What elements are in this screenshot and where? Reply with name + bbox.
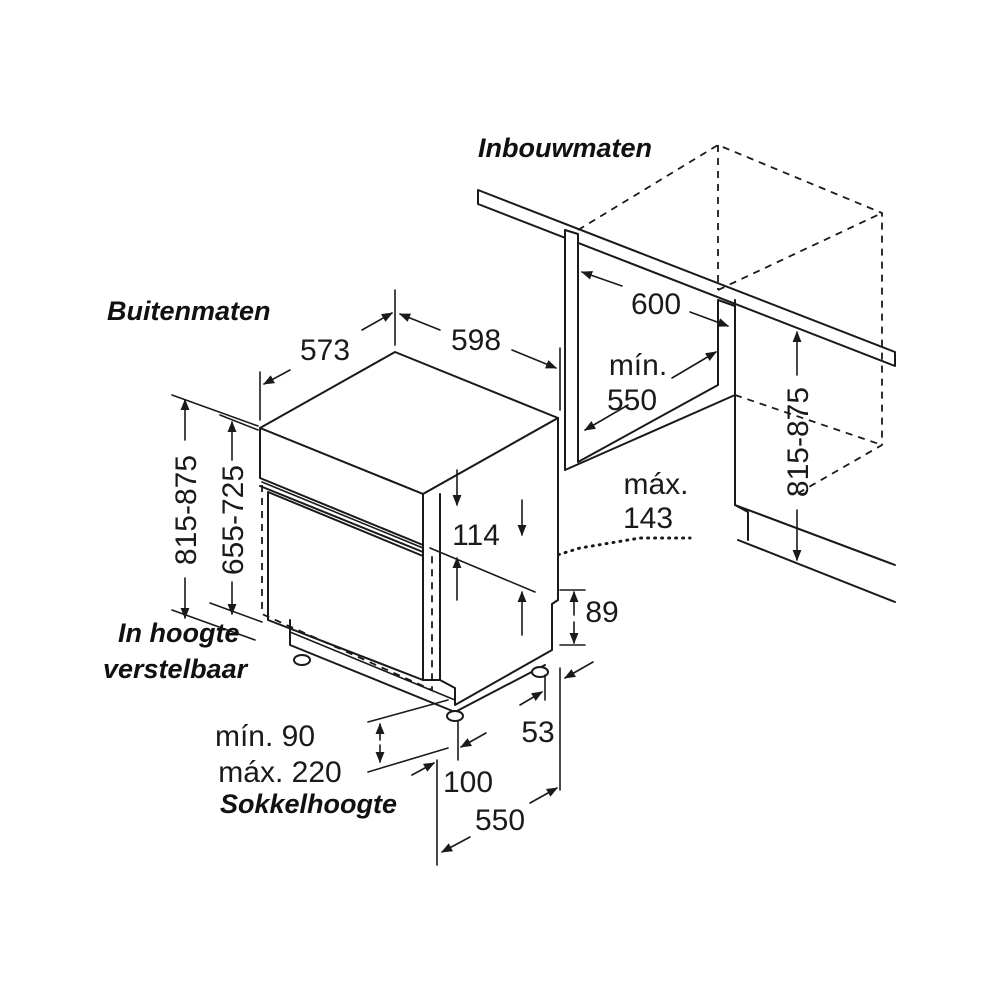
dim-niche-depth-arrow-top: [671, 351, 717, 379]
title-plinth: Sokkelhoogte: [220, 789, 397, 819]
dim-max-value: 143: [623, 502, 673, 535]
dim-550-arrow-left: [441, 836, 471, 853]
dim-598-label: 598: [451, 324, 501, 357]
door-panel-outline: [261, 485, 433, 692]
dim-plinth-max-label: máx. 220: [218, 756, 341, 789]
niche-top-outline: [577, 143, 883, 496]
dim-598-arrow-left: [398, 313, 441, 331]
dim-573-arrow-left: [263, 369, 291, 385]
left-cabinet-panel: [564, 229, 736, 471]
plinth-ext-bottom: [367, 747, 449, 773]
right-cabinet-panel: [734, 299, 749, 541]
dim-100-arrow-right: [460, 732, 487, 748]
dishwasher-appliance: [259, 351, 559, 722]
plinth-ext-top: [367, 699, 449, 723]
base-inner: [289, 631, 456, 701]
dim-598-arrow-right: [511, 349, 558, 369]
dim-114-ext: [429, 547, 536, 593]
panel-trim-inner: [261, 481, 424, 549]
niche-back-top: [717, 212, 883, 291]
dim-100-label: 100: [443, 766, 493, 799]
plinth-line-upper: [734, 504, 896, 566]
dim-114-label: 114: [452, 519, 500, 552]
dim-573-label: 573: [300, 334, 350, 367]
dim-niche-depth-min-label: mín.: [609, 349, 667, 382]
title-adjust-line2: verstelbaar: [103, 654, 249, 684]
dim-573-arrow-right: [361, 312, 393, 331]
title-external: Buitenmaten: [107, 296, 271, 326]
title-installation: Inbouwmaten: [478, 133, 652, 163]
dim-niche-depth-label: 550: [607, 384, 657, 417]
dim-550-arrow-right: [529, 787, 558, 804]
dim-height-range-label: 815-875: [170, 455, 203, 565]
appliance-door: [267, 491, 424, 681]
dim-89-label: 89: [585, 596, 618, 629]
foot-front-right: [446, 710, 464, 722]
dim-550-label: 550: [475, 804, 525, 837]
dim-max-label: máx.: [623, 468, 688, 501]
dim-plinth-min-label: mín. 90: [215, 720, 315, 753]
dim-100-arrow-left: [411, 762, 435, 776]
dim-53-label: 53: [521, 716, 554, 749]
installation-niche: 600 mín. 550 815-875 máx. 143: [477, 143, 896, 603]
panel-bottom-trim: [259, 485, 424, 553]
dim-600-arrow-right: [689, 311, 730, 327]
ext-left-top-2: [219, 414, 259, 431]
appliance-dimensions: 573 598 815-875 655-725 114 89: [170, 289, 619, 866]
title-adjust-line1: In hoogte: [118, 618, 239, 648]
dim-niche-depth-arrow-bottom: [584, 404, 629, 431]
foot-back-right: [531, 666, 549, 678]
dim-600-label: 600: [631, 288, 681, 321]
dim-53-arrow-right: [564, 661, 594, 679]
dim-niche-height-label: 815-875: [782, 387, 815, 497]
countertop: [477, 189, 896, 367]
plinth-line-lower: [737, 539, 896, 603]
dim-53-arrow-left: [519, 691, 543, 706]
foot-front-left: [293, 654, 311, 666]
dim-600-arrow-left: [580, 271, 623, 287]
dim-height-body-label: 655-725: [217, 465, 250, 575]
